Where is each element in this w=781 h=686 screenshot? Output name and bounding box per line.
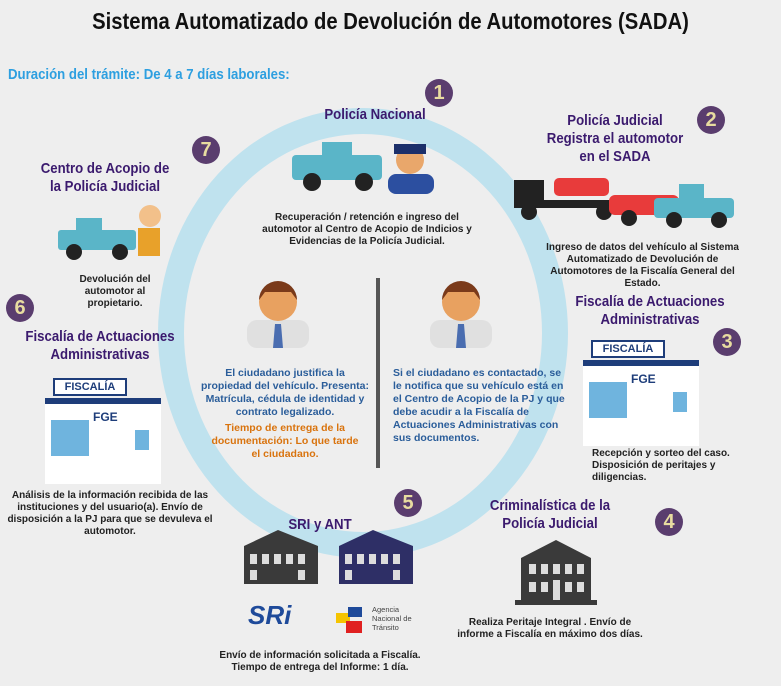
step-5-badge: 5: [394, 489, 422, 517]
step-2-heading: Policía Judicial Registra el automotor e…: [546, 112, 684, 165]
fiscalia-sign: FISCALÍA: [591, 340, 665, 358]
step-3-badge: 3: [713, 328, 741, 356]
center-left-time: Tiempo de entrega de la documentación: L…: [211, 422, 359, 460]
step-2-text: Ingreso de datos del vehículo al Sistema…: [546, 242, 739, 289]
fge-logo: FGE: [631, 372, 656, 386]
step-5-text: Envío de información solicitada a Fiscal…: [219, 650, 421, 673]
truck-owner-icon: [58, 205, 161, 260]
step-4-text: Realiza Peritaje Integral . Envío de inf…: [457, 617, 643, 640]
step-7-badge: 7: [192, 136, 220, 164]
fiscalia-building-right: FISCALÍA FGE: [583, 340, 699, 446]
step-3-text: Recepción y sorteo del caso. Disposición…: [592, 448, 730, 483]
center-left-text: El ciudadano justifica la propiedad del …: [200, 367, 370, 418]
step-7-heading: Centro de Acopio de la Policía Judicial: [40, 160, 170, 195]
ant-logo-text: Agencia Nacional de Tránsito: [372, 605, 412, 632]
ant-building-icon: [339, 530, 413, 584]
step-5-heading: SRI y ANT: [288, 516, 352, 533]
fiscalia-sign: FISCALÍA: [53, 378, 127, 396]
fiscalia-building-left: FISCALÍA FGE: [45, 378, 161, 484]
step-6-heading: Fiscalía de Actuaciones Administrativas: [25, 328, 175, 363]
step-1-badge: 1: [425, 79, 453, 107]
step-3-heading: Fiscalía de Actuaciones Administrativas: [575, 293, 725, 328]
step-4-heading: Criminalística de la Policía Judicial: [489, 497, 611, 532]
center-divider: [376, 278, 380, 468]
sri-logo: SRi: [248, 600, 292, 630]
duration-text: Duración del trámite: De 4 a 7 días labo…: [8, 66, 290, 83]
sri-building-icon: [244, 530, 318, 584]
step-4-badge: 4: [655, 508, 683, 536]
citizen-avatar-icon: [430, 281, 492, 348]
step-1-text: Recuperación / retención e ingreso del a…: [262, 212, 472, 247]
ant-logo-mark: [336, 607, 362, 633]
center-right-text: Si el ciudadano es contactado, se le not…: [393, 367, 565, 444]
citizen-avatar-icon: [247, 281, 309, 348]
truck-police-icon: [292, 142, 434, 194]
page-title: Sistema Automatizado de Devolución de Au…: [92, 8, 689, 34]
step-6-badge: 6: [6, 294, 34, 322]
step-7-text: Devolución del automotor al propietario.: [79, 274, 151, 309]
criminalistica-building-icon: [515, 540, 597, 605]
step-6-text: Análisis de la información recibida de l…: [7, 490, 213, 537]
tow-truck-cars-icon: [514, 178, 734, 228]
step-1-heading: Policía Nacional: [324, 106, 426, 123]
step-2-badge: 2: [697, 106, 725, 134]
fge-logo: FGE: [93, 410, 118, 424]
